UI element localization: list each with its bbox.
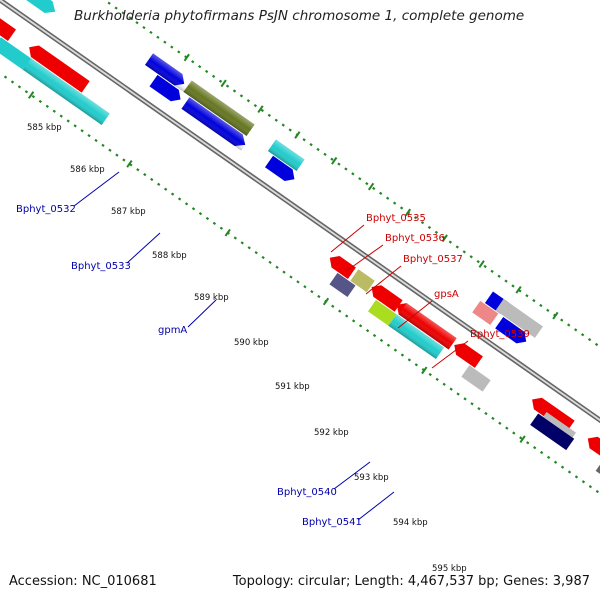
scale-label: 586 kbp <box>70 165 105 175</box>
genes-forward-strand <box>0 0 543 347</box>
callout-line <box>330 224 365 253</box>
gene-shade <box>181 97 250 151</box>
scale-label: 591 kbp <box>275 382 310 392</box>
callout-line <box>333 461 371 490</box>
gene-arrow-red-long[interactable] <box>528 394 575 433</box>
gene-arrow-red[interactable] <box>368 281 403 312</box>
scale-label: 589 kbp <box>194 293 229 303</box>
callout-line <box>357 491 395 521</box>
gene-label-gpsA[interactable]: gpsA <box>434 289 459 300</box>
gene-label-Bphyt_0537[interactable]: Bphyt_0537 <box>403 254 463 265</box>
gene-arrow-blue[interactable] <box>264 155 298 185</box>
callout-line <box>344 244 384 273</box>
scale-label: 593 kbp <box>354 473 389 483</box>
gene-shade <box>183 80 255 137</box>
scale-label: 595 kbp <box>432 564 467 574</box>
gene-shading <box>23 53 457 359</box>
gene-shade <box>23 58 110 125</box>
callout-line <box>431 340 469 369</box>
tick <box>478 260 485 268</box>
tick <box>126 160 133 168</box>
callout-line <box>365 265 402 295</box>
tick <box>519 435 526 444</box>
gene-callout-lines-right <box>330 224 469 369</box>
gene-arrow-red[interactable] <box>326 252 356 279</box>
callout-line <box>126 232 161 264</box>
scale-label: 594 kbp <box>393 518 428 528</box>
gene-Bphyt_0540-arrow[interactable] <box>495 316 530 347</box>
map-rotated-layer <box>0 0 600 567</box>
scale-label: 592 kbp <box>314 428 349 438</box>
gene-gray-bar[interactable] <box>595 459 600 484</box>
accession-label: Accession: NC_010681 <box>9 574 157 589</box>
tick <box>257 105 264 114</box>
tick <box>421 366 428 375</box>
tick <box>183 53 190 62</box>
scale-label: 588 kbp <box>152 251 187 261</box>
gene-Bphyt_0537-bar[interactable] <box>367 299 397 326</box>
gene-label-Bphyt_0532[interactable]: Bphyt_0532 <box>16 204 76 215</box>
green-dotted-track-right <box>0 2 600 567</box>
backbone-outer <box>0 0 600 519</box>
gene-Bphyt_0541-bar[interactable] <box>495 298 543 338</box>
green-dotted-track-left <box>0 0 600 468</box>
scale-labels: 585 kbp 586 kbp 587 kbp 588 kbp 589 kbp … <box>27 123 467 574</box>
gene-arrow-blue[interactable] <box>149 74 184 105</box>
gene-Bphyt_0535-bar[interactable] <box>329 272 356 298</box>
gene-label-Bphyt_0536[interactable]: Bphyt_0536 <box>385 233 445 244</box>
tick <box>224 228 231 237</box>
scale-label: 585 kbp <box>27 123 62 133</box>
gene-labels-right: Bphyt_0535 Bphyt_0536 Bphyt_0537 gpsA Bp… <box>366 213 530 340</box>
gene-arrow-red-long[interactable] <box>25 42 90 93</box>
tick <box>552 311 559 320</box>
gene-label-Bphyt_0539[interactable]: Bphyt_0539 <box>470 329 530 340</box>
gene-Bphyt_0539-bar[interactable] <box>461 365 491 392</box>
gene-arrow-red[interactable] <box>0 5 16 41</box>
dotted-track <box>0 2 600 567</box>
scale-label: 587 kbp <box>111 207 146 217</box>
gene-label-gpmA[interactable]: gpmA <box>158 325 187 336</box>
tick <box>367 182 375 191</box>
gene-shade <box>144 53 193 93</box>
gene-label-Bphyt_0541[interactable]: Bphyt_0541 <box>302 517 362 528</box>
gene-shade <box>388 314 444 359</box>
gene-callout-lines-left <box>73 171 395 521</box>
tick <box>294 131 301 139</box>
tick <box>441 234 448 243</box>
scale-major-ticks <box>28 53 559 444</box>
backbone-inner <box>0 0 600 517</box>
gene-arrow-cyan[interactable] <box>0 0 59 18</box>
dotted-track <box>0 0 600 468</box>
callout-line <box>397 300 433 329</box>
map-title: Burkholderia phytofirmans PsJN chromosom… <box>74 8 525 24</box>
genome-summary-label: Topology: circular; Length: 4,467,537 bp… <box>232 574 590 589</box>
callout-line <box>73 171 120 207</box>
tick <box>322 297 330 306</box>
gene-label-Bphyt_0533[interactable]: Bphyt_0533 <box>71 261 131 272</box>
genome-backbone <box>0 0 600 519</box>
tick <box>404 208 412 217</box>
gene-label-Bphyt_0540[interactable]: Bphyt_0540 <box>277 487 337 498</box>
gene-shade <box>267 139 305 172</box>
tick <box>331 156 338 165</box>
tick <box>220 79 227 88</box>
tick <box>515 285 522 294</box>
gene-arrow-red[interactable] <box>450 339 483 368</box>
scale-label: 590 kbp <box>234 338 269 348</box>
callout-line <box>187 299 217 328</box>
gene-navy-bar[interactable] <box>530 413 575 451</box>
gene-Bphyt_0536-bar[interactable] <box>350 269 375 293</box>
gene-labels-left: Bphyt_0532 Bphyt_0533 gpmA Bphyt_0540 Bp… <box>16 204 362 528</box>
gene-pink-bar[interactable] <box>472 300 499 325</box>
gene-shade <box>398 303 457 350</box>
tick <box>28 91 35 99</box>
gene-arrow-red[interactable] <box>584 433 600 460</box>
gene-label-Bphyt_0535[interactable]: Bphyt_0535 <box>366 213 426 224</box>
gene-arrow-cyan[interactable] <box>0 37 32 71</box>
gene-silver-bar[interactable] <box>543 411 577 438</box>
